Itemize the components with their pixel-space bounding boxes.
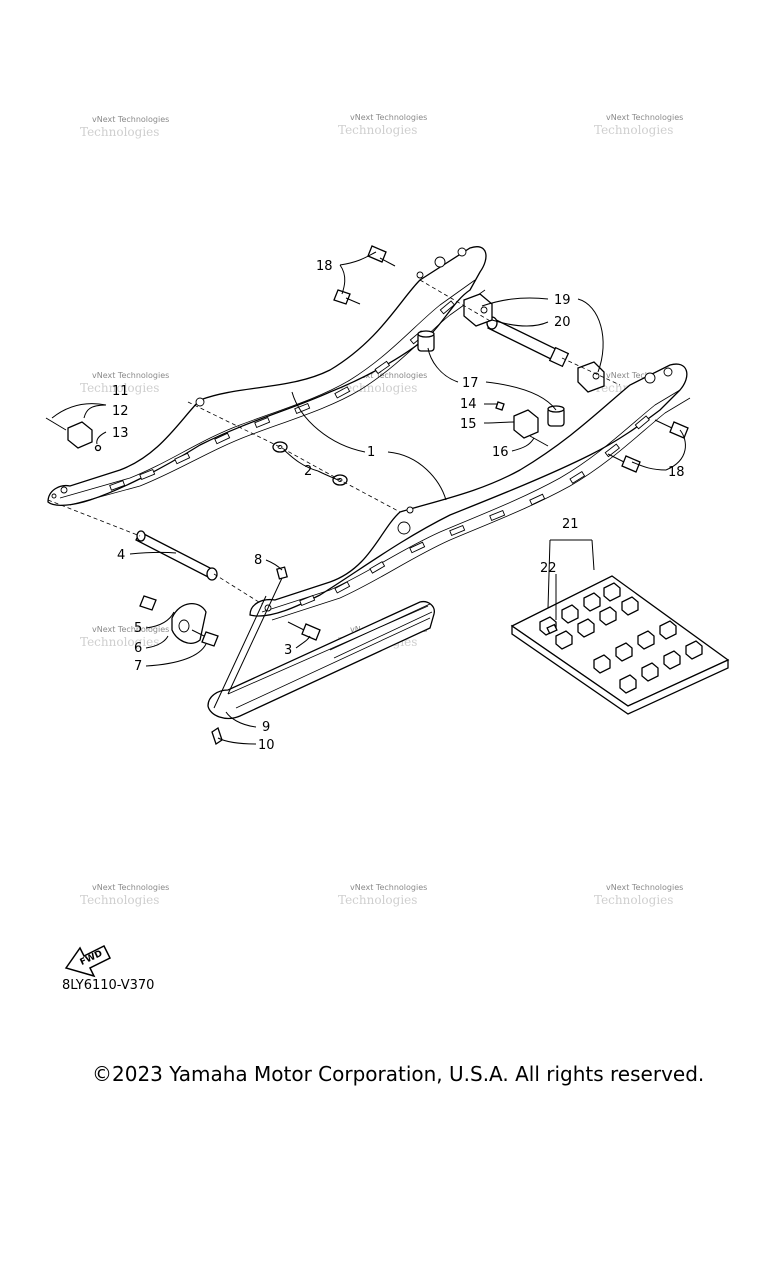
callout-8: 8 — [254, 553, 262, 568]
callout-labels: 1 2 3 4 5 6 7 8 9 10 11 12 13 14 15 16 1… — [112, 259, 685, 753]
callout-10: 10 — [258, 738, 275, 753]
watermark: Technologies vNext Technologies — [338, 883, 427, 907]
bolt-13 — [94, 444, 102, 452]
bolt-6 — [139, 595, 157, 611]
watermark-text-2: Technologies — [80, 635, 159, 649]
callout-12: 12 — [112, 404, 129, 419]
bolt-11 — [45, 417, 67, 431]
watermark: Technologies vNext Technologies — [80, 883, 169, 907]
bolt-3 — [287, 621, 321, 641]
callout-1: 1 — [367, 445, 375, 460]
track-lugs — [539, 582, 703, 694]
callout-6: 6 — [134, 641, 142, 656]
rail-slots — [299, 415, 650, 606]
callout-14: 14 — [460, 397, 477, 412]
callout-7: 7 — [134, 659, 142, 674]
callout-13: 13 — [112, 426, 129, 441]
block-19a — [463, 293, 493, 327]
callout-5: 5 — [134, 621, 142, 636]
bolt-14 — [495, 401, 505, 411]
bolt-7 — [191, 629, 219, 647]
bolt-10 — [211, 726, 223, 746]
slide-rail-9 — [207, 600, 435, 720]
watermark-text: vNext Technologies — [92, 371, 169, 380]
watermark-text: vNext Technologies — [350, 371, 427, 380]
watermarks: Technologies vNext Technologies Technolo… — [80, 113, 683, 907]
watermark-text: vNext Technologies — [606, 883, 683, 892]
bolt-16 — [529, 435, 549, 447]
watermark: Technologies vNext Technologies — [594, 113, 683, 137]
bolt-18a — [367, 245, 396, 267]
watermark-text: vNext Technologies — [92, 883, 169, 892]
watermark-text: vNext Technologies — [92, 115, 169, 124]
leader-lines — [47, 251, 686, 745]
watermark-text: vNext Technologies — [606, 371, 683, 380]
block-19b — [577, 361, 605, 393]
stopper-15 — [513, 409, 539, 439]
bolt-8 — [276, 566, 288, 580]
callout-19: 19 — [554, 293, 571, 308]
track-clip-22 — [546, 623, 558, 635]
callout-22: 22 — [540, 561, 557, 576]
callout-4: 4 — [117, 548, 125, 563]
callout-16: 16 — [492, 445, 509, 460]
right-rail — [249, 363, 691, 621]
fwd-arrow-icon: FWD — [64, 944, 112, 978]
watermark: Technologies vNext Technologies — [80, 115, 169, 139]
callout-18: 18 — [316, 259, 333, 274]
watermark-text: vNext Technologies — [92, 625, 169, 634]
callout-17: 17 — [462, 376, 479, 391]
collar-17a — [417, 330, 435, 352]
watermark-text-2: Technologies — [80, 893, 159, 907]
collar-17b — [547, 405, 565, 427]
track-21 — [510, 575, 730, 715]
watermark-text-2: Technologies — [80, 381, 159, 395]
callout-11: 11 — [112, 384, 129, 399]
callout-3: 3 — [284, 643, 292, 658]
bolt-18b — [333, 289, 361, 305]
watermark-text: vNext Technologies — [350, 113, 427, 122]
callout-9: 9 — [262, 720, 270, 735]
bolt-18d — [607, 453, 641, 473]
rail-slots — [109, 300, 455, 491]
watermark: Technologies vNext Technologies — [594, 883, 683, 907]
washer-2a — [272, 441, 288, 453]
watermark-text-2: Technologies — [594, 123, 673, 137]
callout-15: 15 — [460, 417, 477, 432]
callout-18-right: 18 — [668, 465, 685, 480]
watermark-text-2: Technologies — [338, 123, 417, 137]
diagram-code: 8LY6110-V370 — [62, 978, 155, 993]
callout-2: 2 — [304, 464, 312, 479]
watermark-text-2: Technologies — [594, 893, 673, 907]
watermark: Technologies vNext Technologies — [80, 371, 169, 395]
watermark-text-2: Technologies — [80, 125, 159, 139]
left-rail — [47, 246, 487, 506]
bumper-5 — [171, 603, 207, 644]
watermark-text: vNext Technologies — [606, 113, 683, 122]
callout-21: 21 — [562, 517, 579, 532]
watermark-text-2: Technologies — [338, 893, 417, 907]
watermark-text: vNext Technologies — [350, 883, 427, 892]
watermark: Technologies vNext Technologies — [80, 625, 169, 649]
watermark: Technologies vNext Technologies — [338, 113, 427, 137]
stopper-12 — [67, 421, 93, 449]
copyright-notice: ©2023 Yamaha Motor Corporation, U.S.A. A… — [92, 1062, 705, 1086]
callout-20: 20 — [554, 315, 571, 330]
shaft-4 — [135, 530, 218, 581]
